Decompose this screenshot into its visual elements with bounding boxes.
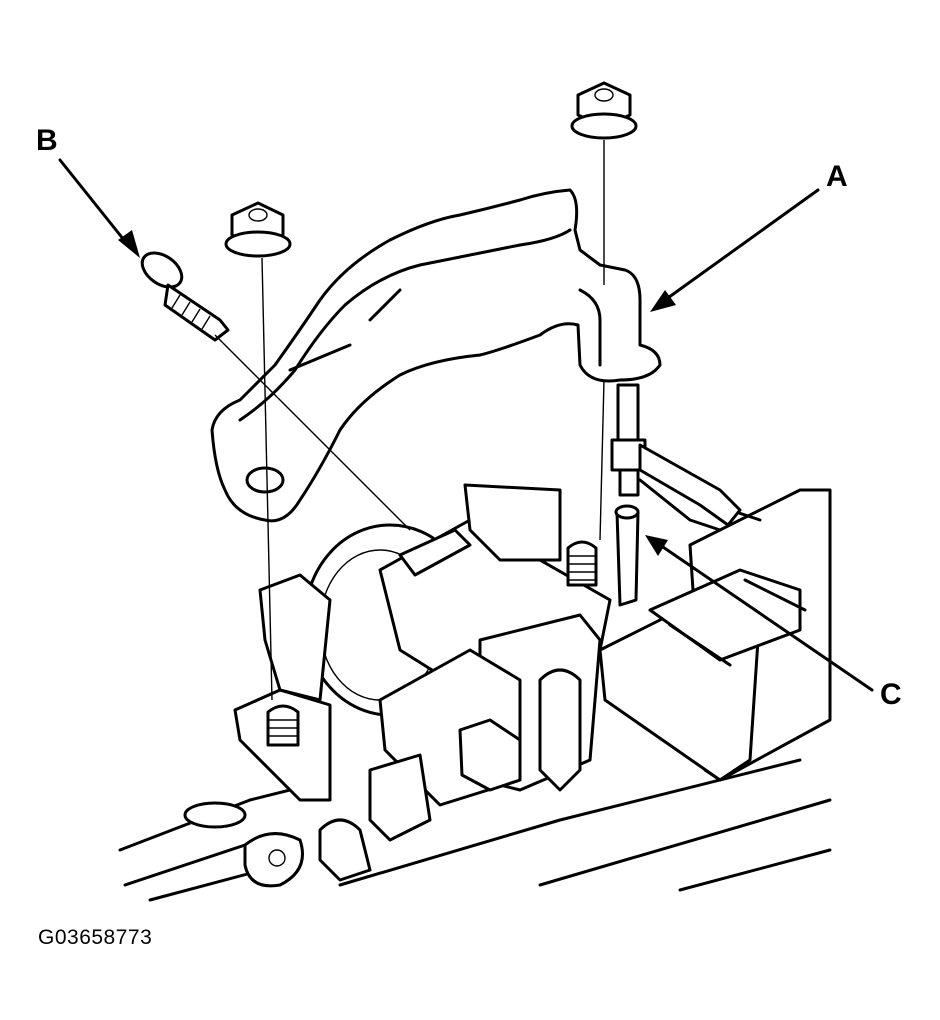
alignment-lines (214, 140, 605, 701)
callout-b-label: B (36, 124, 58, 157)
bolt-b (140, 251, 230, 342)
pipe-c (610, 383, 742, 607)
bracket-a (210, 188, 662, 523)
engine-mount-body (233, 483, 612, 882)
callout-a-label: A (826, 160, 848, 193)
mount-studs (266, 540, 598, 747)
flange-nut-left (224, 201, 292, 258)
frame-rails (118, 758, 832, 902)
figure-id: G03658773 (38, 926, 153, 949)
callout-c-label: C (880, 678, 902, 711)
transmission-case (598, 468, 832, 782)
flange-nut-right (570, 81, 638, 140)
leader-arrows (58, 158, 874, 692)
